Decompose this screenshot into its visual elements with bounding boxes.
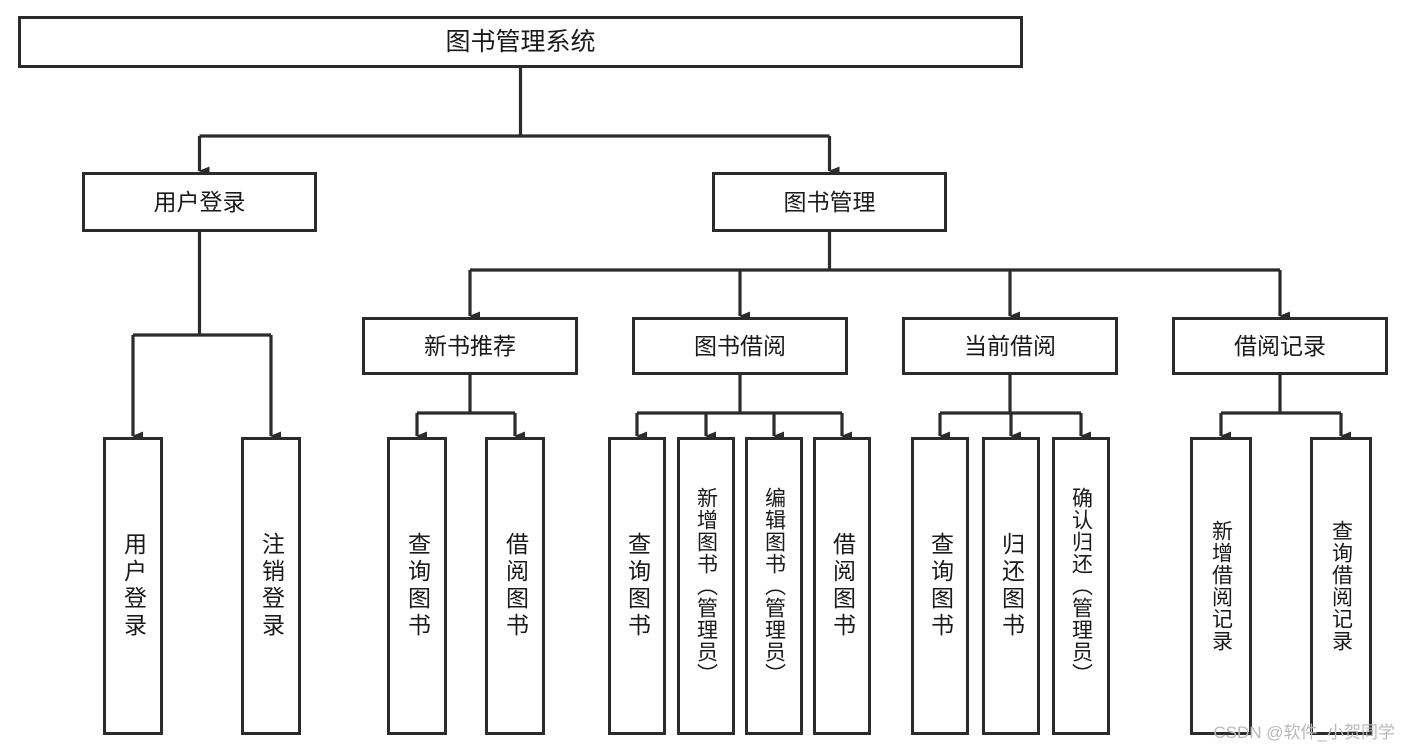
node-label-l1_0: 用户登录 xyxy=(153,188,246,215)
node-label-leaf_1: 注销登录 xyxy=(258,532,285,640)
node-label-leaf_8: 查询图书 xyxy=(927,532,954,640)
node-box-leaf_4[interactable]: 查询图书 xyxy=(608,437,666,735)
node-box-leaf_11[interactable]: 新增借阅记录 xyxy=(1190,437,1252,735)
node-label-leaf_12: 查询借阅记录 xyxy=(1329,520,1353,652)
node-label-leaf_5: 新增图书（管理员） xyxy=(694,487,718,685)
node-box-leaf_6[interactable]: 编辑图书（管理员） xyxy=(745,437,803,735)
node-label-leaf_3: 借阅图书 xyxy=(502,532,529,640)
node-label-leaf_9: 归还图书 xyxy=(998,532,1025,640)
node-label-leaf_6: 编辑图书（管理员） xyxy=(762,487,786,685)
node-box-l2_2[interactable]: 当前借阅 xyxy=(902,317,1118,375)
node-label-l2_3: 借阅记录 xyxy=(1234,332,1326,359)
node-label-leaf_2: 查询图书 xyxy=(404,532,431,640)
node-label-l1_1: 图书管理 xyxy=(783,188,876,215)
node-label-leaf_10: 确认归还（管理员） xyxy=(1069,487,1093,685)
node-label-root: 图书管理系统 xyxy=(445,27,596,56)
node-label-l2_2: 当前借阅 xyxy=(964,332,1056,359)
node-box-l2_1[interactable]: 图书借阅 xyxy=(632,317,848,375)
node-label-l2_1: 图书借阅 xyxy=(694,332,786,359)
node-box-leaf_12[interactable]: 查询借阅记录 xyxy=(1310,437,1372,735)
node-box-leaf_10[interactable]: 确认归还（管理员） xyxy=(1052,437,1110,735)
node-label-l2_0: 新书推荐 xyxy=(424,332,516,359)
node-box-l2_0[interactable]: 新书推荐 xyxy=(362,317,578,375)
node-box-leaf_9[interactable]: 归还图书 xyxy=(982,437,1040,735)
node-box-l1_0[interactable]: 用户登录 xyxy=(82,172,317,232)
node-label-leaf_7: 借阅图书 xyxy=(829,532,856,640)
node-box-leaf_0[interactable]: 用户登录 xyxy=(103,437,163,735)
node-box-l2_3[interactable]: 借阅记录 xyxy=(1172,317,1388,375)
node-box-leaf_5[interactable]: 新增图书（管理员） xyxy=(677,437,735,735)
node-label-leaf_4: 查询图书 xyxy=(624,532,651,640)
node-box-root[interactable]: 图书管理系统 xyxy=(18,16,1023,68)
node-box-l1_1[interactable]: 图书管理 xyxy=(712,172,947,232)
node-box-leaf_8[interactable]: 查询图书 xyxy=(911,437,969,735)
node-box-leaf_7[interactable]: 借阅图书 xyxy=(813,437,871,735)
node-label-leaf_11: 新增借阅记录 xyxy=(1209,520,1233,652)
node-box-leaf_2[interactable]: 查询图书 xyxy=(387,437,447,735)
node-label-leaf_0: 用户登录 xyxy=(120,532,147,640)
node-box-leaf_1[interactable]: 注销登录 xyxy=(241,437,301,735)
node-box-leaf_3[interactable]: 借阅图书 xyxy=(485,437,545,735)
